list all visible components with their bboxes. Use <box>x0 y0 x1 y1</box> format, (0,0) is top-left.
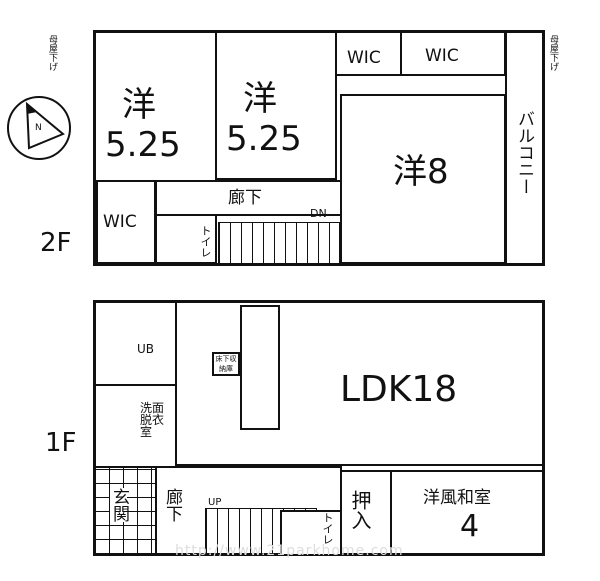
up-label: UP <box>208 497 222 508</box>
toilet-label: トイレ <box>199 225 212 258</box>
balcony-label: バルコニー <box>514 110 534 195</box>
floor-storage: 床下収納庫 <box>212 352 240 376</box>
room-label: 洋風和室 <box>423 488 491 508</box>
entrance-label: 玄関 <box>109 488 129 522</box>
watermark: http://www.21parkhome.com <box>175 543 404 559</box>
room-label: 洋8 <box>393 152 449 192</box>
toilet-1f <box>280 510 342 556</box>
staircase-2f <box>218 222 340 264</box>
room-label: 洋 <box>243 79 277 119</box>
ldk <box>175 300 545 466</box>
room-size: 5.25 <box>226 119 302 159</box>
bath-label: UB <box>137 342 155 356</box>
hall-label: 廊下 <box>228 188 262 208</box>
down-label: DN <box>310 207 327 220</box>
room-size: 4 <box>460 509 480 544</box>
note-label: 母屋下げ <box>548 35 558 71</box>
note-label: 母屋下げ <box>47 35 57 71</box>
compass-icon: N <box>7 96 71 160</box>
ldk-label: LDK18 <box>340 369 458 410</box>
washroom-label: 洗面脱衣室 <box>140 401 165 439</box>
wic-label: WIC <box>103 212 137 232</box>
kitchen-counter <box>240 305 280 430</box>
room-size: 5.25 <box>105 125 181 165</box>
bedroom-2 <box>215 30 337 180</box>
floor-label-2f: 2F <box>40 228 72 258</box>
wic-label: WIC <box>347 48 381 68</box>
room-label: 洋 <box>122 85 156 125</box>
floor-label-1f: 1F <box>45 428 77 458</box>
wic-label: WIC <box>425 46 459 66</box>
toilet-2f <box>155 214 217 264</box>
japanese-style-room <box>390 470 545 556</box>
hall-label: 廊下 <box>162 488 182 522</box>
toilet-label: トイレ <box>321 512 334 545</box>
bathroom <box>93 300 177 386</box>
hall-2f <box>155 180 342 216</box>
balcony <box>505 30 545 266</box>
closet-label: 押入 <box>348 490 372 530</box>
